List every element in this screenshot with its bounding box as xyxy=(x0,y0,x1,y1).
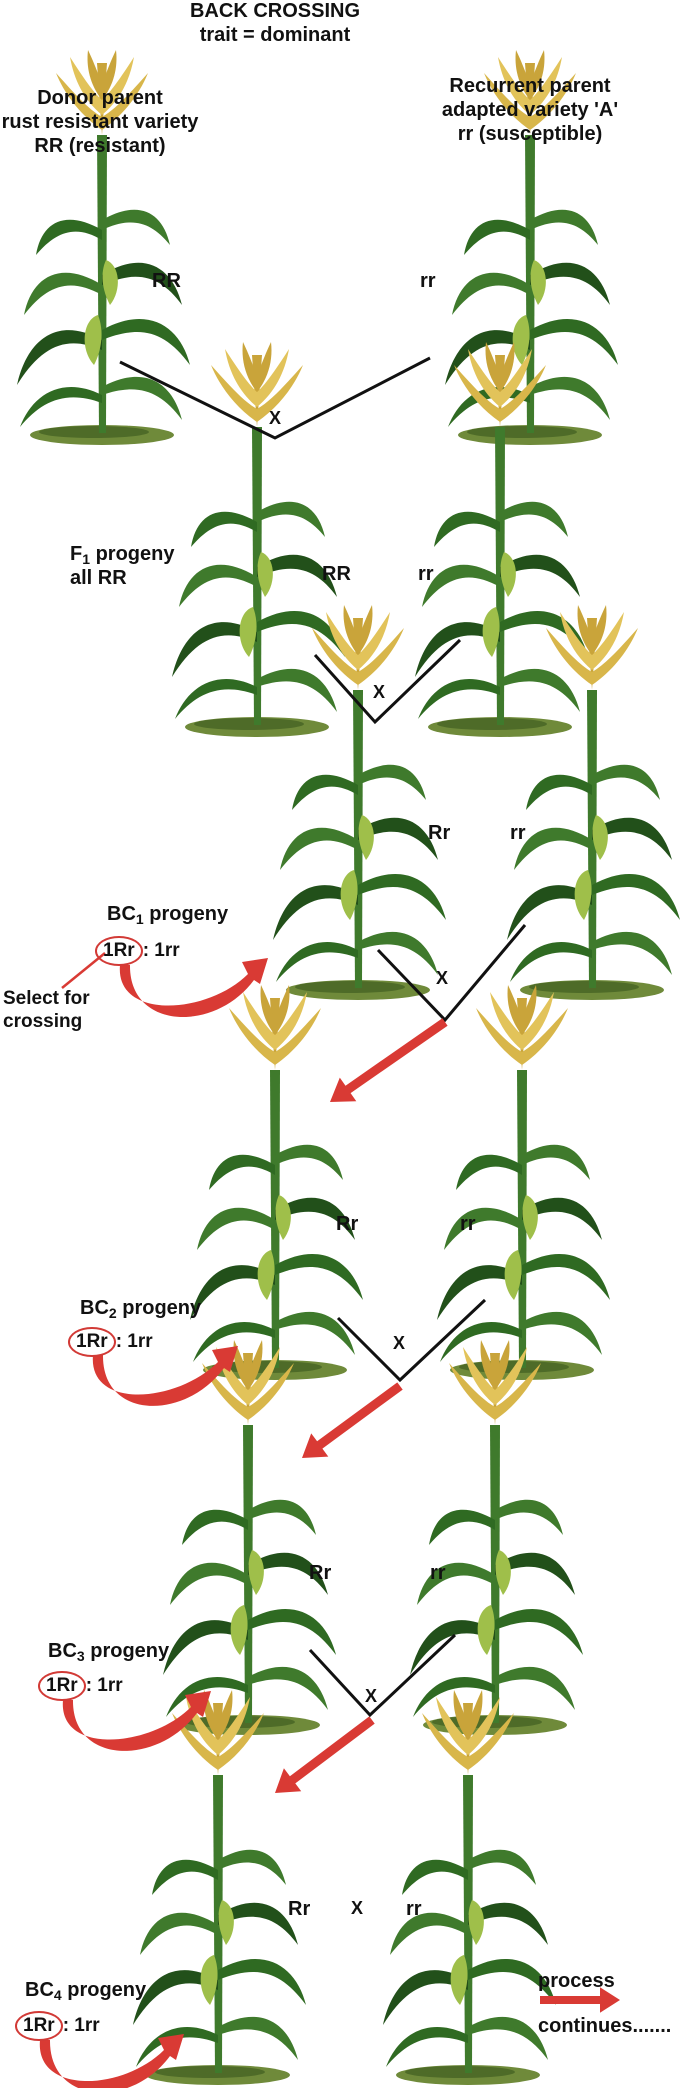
bc2-genotype: Rr xyxy=(336,1213,359,1235)
bc1-partner-genotype: rr xyxy=(510,822,526,844)
bc4-progeny-label: BC4 progeny xyxy=(25,1979,146,2003)
progression-arrow-bc2-to-bc3 xyxy=(302,1382,403,1458)
f1-label-tail: progeny xyxy=(90,543,175,565)
bc1-label-main: BC xyxy=(107,903,136,925)
cross-symbol-parents: X xyxy=(269,408,282,428)
recurrent-label-line2: adapted variety 'A' xyxy=(441,99,619,121)
f1-genotype: RR xyxy=(322,563,351,585)
bc1-progeny-label: BC1 progeny xyxy=(107,903,228,927)
bc3-label-main: BC xyxy=(48,1640,77,1662)
cross-lines-bc1 xyxy=(376,924,527,1023)
progression-arrow-bc1-to-bc2 xyxy=(330,1018,448,1102)
bc3-plant xyxy=(163,1340,336,1735)
bc1-partner-plant xyxy=(507,605,680,1000)
recurrent-genotype: rr xyxy=(420,270,436,292)
process-continues-arrow xyxy=(540,1987,620,2013)
f1-partner-plant xyxy=(415,342,588,737)
cross-symbol-bc2: X xyxy=(393,1333,406,1353)
bc1-selected-genotype: 1Rr xyxy=(95,936,143,966)
bc3-partner-plant xyxy=(410,1340,583,1735)
bc2-label-tail: progeny xyxy=(116,1297,202,1319)
donor-label-line3: RR (resistant) xyxy=(34,135,166,157)
select-note-line1: Select for xyxy=(3,988,90,1009)
bc4-ratio: 1Rr: 1rr xyxy=(15,2011,100,2041)
selection-arrow-bc4 xyxy=(39,2034,184,2088)
bc1-label-tail: progeny xyxy=(143,903,229,925)
bc2-partner-genotype: rr xyxy=(460,1213,476,1235)
bc3-ratio: 1Rr: 1rr xyxy=(38,1671,123,1701)
f1-label-sub: 1 xyxy=(82,551,91,567)
bc2-selected-genotype: 1Rr xyxy=(68,1327,116,1357)
progression-arrow-bc3-to-bc4 xyxy=(275,1716,375,1793)
bc2-ratio-rest: : 1rr xyxy=(115,1331,153,1352)
bc1-ratio: 1Rr: 1rr xyxy=(95,936,180,966)
select-note-line2: crossing xyxy=(3,1011,83,1032)
bc2-progeny-label: BC2 progeny xyxy=(80,1297,201,1321)
cross-lines-f1 xyxy=(313,638,462,725)
cross-symbol-f1: X xyxy=(373,682,386,702)
bc4-partner-plant xyxy=(383,1690,556,2085)
cross-symbol-bc4: X xyxy=(351,1898,364,1918)
bc4-ratio-rest: : 1rr xyxy=(62,2015,100,2036)
cross-symbol-bc3: X xyxy=(365,1686,378,1706)
bc3-progeny-label: BC3 progeny xyxy=(48,1640,169,1664)
bc3-label-tail: progeny xyxy=(84,1640,170,1662)
donor-label-line1: Donor parent xyxy=(37,87,163,109)
process-continues-line1: process xyxy=(538,1970,615,1992)
diagram-subtitle: trait = dominant xyxy=(199,24,351,46)
cross-symbol-bc1: X xyxy=(436,968,449,988)
cross-lines-bc3 xyxy=(308,1633,457,1718)
recurrent-label-line3: rr (susceptible) xyxy=(457,123,603,145)
selection-arrow-bc1 xyxy=(119,958,268,1018)
cross-lines-parents xyxy=(119,356,431,440)
bc1-ratio-rest: : 1rr xyxy=(142,940,180,961)
recurrent-label-line1: Recurrent parent xyxy=(449,75,611,97)
bc2-label-main: BC xyxy=(80,1297,109,1319)
bc2-label-sub: 2 xyxy=(108,1305,117,1321)
process-continues-line2: continues....... xyxy=(538,2015,672,2037)
f1-partner-genotype: rr xyxy=(418,563,434,585)
diagram-title: BACK CROSSING xyxy=(189,0,360,22)
bc4-selected-genotype: 1Rr xyxy=(15,2011,63,2041)
selection-arrow-bc2 xyxy=(92,1346,238,1406)
cross-lines-bc2 xyxy=(336,1298,487,1383)
bc3-partner-genotype: rr xyxy=(430,1562,446,1584)
bc3-genotype: Rr xyxy=(309,1562,332,1584)
f1-label-main: F xyxy=(70,543,83,565)
bc4-label-tail: progeny xyxy=(61,1979,147,2001)
bc3-label-sub: 3 xyxy=(76,1648,85,1664)
bc1-genotype: Rr xyxy=(428,822,451,844)
donor-label-line2: rust resistant variety xyxy=(1,111,199,133)
f1-progeny-label: F1 progeny xyxy=(70,543,174,567)
bc4-genotype: Rr xyxy=(288,1898,311,1920)
selection-arrow-bc3 xyxy=(62,1691,211,1751)
bc4-label-sub: 4 xyxy=(53,1987,62,2003)
bc1-label-sub: 1 xyxy=(135,911,144,927)
bc4-partner-genotype: rr xyxy=(406,1898,422,1920)
bc2-ratio: 1Rr: 1rr xyxy=(68,1327,153,1357)
bc4-plant xyxy=(133,1690,306,2085)
f1-progeny-note: all RR xyxy=(70,567,127,589)
bc3-ratio-rest: : 1rr xyxy=(85,1675,123,1696)
bc3-selected-genotype: 1Rr xyxy=(38,1671,86,1701)
bc2-plant xyxy=(190,985,363,1380)
donor-genotype: RR xyxy=(152,270,181,292)
bc4-label-main: BC xyxy=(25,1979,54,2001)
